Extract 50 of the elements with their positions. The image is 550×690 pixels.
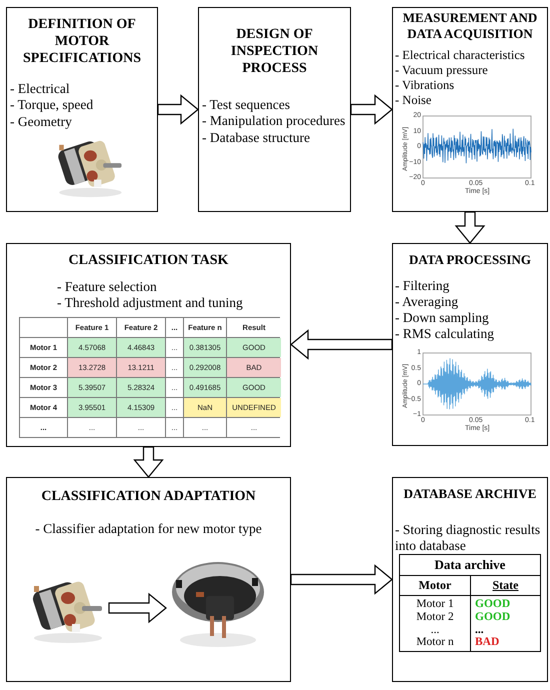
box-heading: DEFINITION OF MOTOR SPECIFICATIONS bbox=[22, 16, 142, 68]
box-heading: CLASSIFICATION ADAPTATION bbox=[40, 488, 257, 506]
bullet-item: - RMS calculating bbox=[395, 326, 495, 343]
table-cell: Motor n bbox=[416, 636, 454, 649]
bullet-item: - Threshold adjustment and tuning bbox=[57, 295, 244, 312]
process-box bbox=[6, 243, 291, 447]
bullet-item: - Electrical characteristics bbox=[395, 48, 526, 63]
box-heading: DESIGN OF INSPECTION PROCESS bbox=[230, 26, 320, 78]
table-cell: ... bbox=[430, 624, 440, 636]
block-arrow bbox=[133, 446, 164, 478]
process-box bbox=[392, 477, 548, 682]
column-header: State bbox=[470, 576, 540, 596]
block-arrow bbox=[350, 94, 393, 125]
box-heading: MEASUREMENT AND DATA ACQUISITION bbox=[402, 10, 538, 42]
bullet-item: - Geometry bbox=[10, 114, 73, 130]
bullet-item: - Vibrations bbox=[395, 78, 456, 93]
bullet-item: - Database structure bbox=[202, 130, 311, 146]
bullet-item: - Electrical bbox=[10, 81, 71, 98]
bullet-item: - Classifier adaptation for new motor type bbox=[34, 521, 263, 538]
block-arrow bbox=[108, 592, 167, 624]
bullet-item: - Down sampling bbox=[395, 310, 490, 326]
block-arrow bbox=[290, 329, 393, 360]
status-text: GOOD bbox=[475, 610, 510, 624]
status-text: BAD bbox=[475, 636, 500, 649]
block-arrow bbox=[454, 211, 486, 244]
process-box bbox=[392, 243, 548, 446]
bullet-item: - Test sequences bbox=[202, 97, 292, 114]
block-arrow bbox=[290, 564, 393, 595]
table-title: Data archive bbox=[400, 555, 540, 576]
bullet-item: - Averaging bbox=[395, 294, 460, 310]
bullet-item: - Storing diagnostic results into database bbox=[395, 522, 542, 554]
box-heading: CLASSIFICATION TASK bbox=[68, 252, 230, 270]
process-box bbox=[6, 7, 158, 212]
box-heading: DATABASE ARCHIVE bbox=[402, 486, 538, 502]
status-text: ... bbox=[475, 624, 484, 636]
process-box bbox=[392, 7, 548, 212]
block-arrow bbox=[157, 94, 199, 125]
process-box bbox=[198, 7, 351, 212]
process-box bbox=[6, 477, 291, 682]
bullet-item: - Torque, speed bbox=[10, 97, 94, 114]
table-cell: Motor 2 bbox=[416, 610, 454, 624]
status-text: GOOD bbox=[475, 598, 510, 611]
bullet-item: - Vacuum pressure bbox=[395, 62, 489, 78]
table-cell: Motor 1 bbox=[416, 598, 454, 611]
bullet-item: - Filtering bbox=[395, 278, 450, 294]
box-heading: DATA PROCESSING bbox=[408, 252, 532, 268]
bullet-item: - Noise bbox=[395, 92, 432, 108]
bullet-item: - Feature selection bbox=[57, 279, 158, 296]
bullet-item: - Manipulation procedures bbox=[202, 113, 346, 130]
column-header: Motor bbox=[418, 577, 452, 594]
